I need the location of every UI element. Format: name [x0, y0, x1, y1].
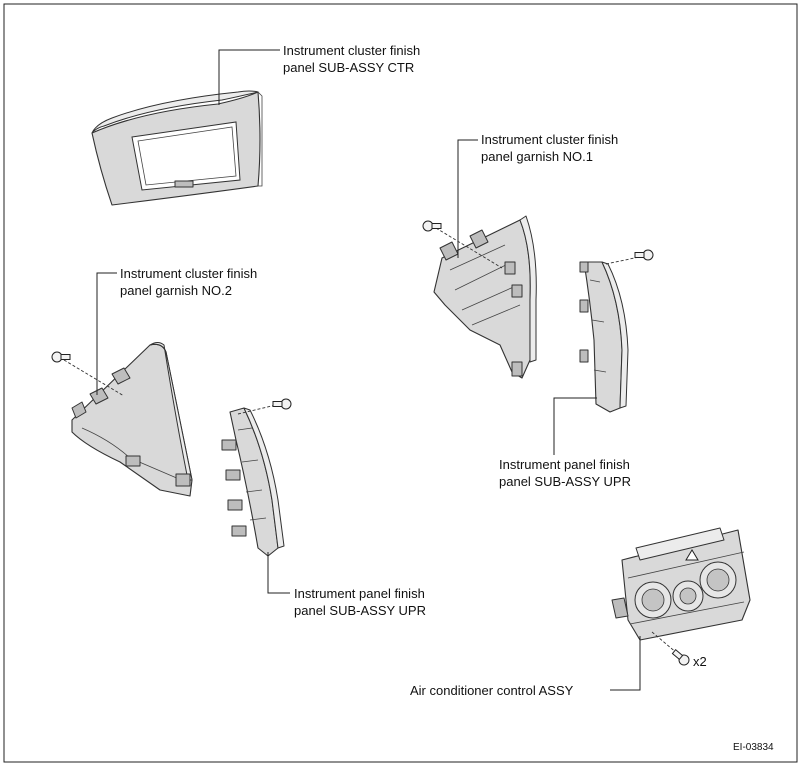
screw-icon — [671, 649, 690, 666]
screw-icon — [51, 351, 71, 363]
screw-path-garnish-no2 — [63, 359, 125, 397]
label-panel-upr-left-line2: panel SUB-ASSY UPR — [294, 603, 426, 618]
label-panel-upr-right-line2: panel SUB-ASSY UPR — [499, 474, 631, 489]
label-panel-upr-right-line1: Instrument panel finish — [499, 457, 630, 472]
label-panel-upr-right: Instrument panel finish panel SUB-ASSY U… — [499, 456, 631, 490]
hazard-triangle-icon — [685, 549, 699, 561]
leader-garnish-no1 — [457, 139, 478, 258]
leader-garnish-no2 — [96, 272, 117, 395]
label-garnish-no2-line1: Instrument cluster finish — [120, 266, 258, 281]
label-panel-upr-left-line1: Instrument panel finish — [294, 586, 425, 601]
label-garnish-no2: Instrument cluster finish panel garnish … — [120, 265, 257, 299]
leader-panel-upr-right — [553, 397, 597, 455]
screw-icon — [634, 249, 654, 261]
panel-upr-left-part — [221, 407, 285, 557]
figure-code: EI-03834 — [733, 742, 774, 753]
label-cluster-panel-ctr-line2: panel SUB-ASSY CTR — [283, 60, 415, 75]
garnish-no2-part — [71, 342, 193, 497]
label-cluster-panel-ctr: Instrument cluster finish panel SUB-ASSY… — [283, 42, 420, 76]
label-garnish-no2-line2: panel garnish NO.2 — [120, 283, 233, 298]
label-screw-qty: x2 — [693, 654, 707, 669]
label-ac-control: Air conditioner control ASSY — [410, 683, 574, 698]
screw-path-garnish-no1 — [435, 227, 503, 269]
leader-ac-control — [610, 636, 641, 691]
label-cluster-panel-ctr-line1: Instrument cluster finish — [283, 43, 421, 58]
screw-icon — [272, 398, 292, 410]
label-panel-upr-left: Instrument panel finish panel SUB-ASSY U… — [294, 585, 426, 619]
cluster-panel-ctr-part — [91, 90, 263, 206]
panel-upr-right-part — [579, 261, 629, 413]
label-garnish-no1-line2: panel garnish NO.1 — [481, 149, 594, 164]
garnish-no1-part — [433, 215, 537, 379]
leader-cluster-ctr — [218, 49, 280, 105]
screw-icon — [422, 220, 442, 232]
diagram-frame — [3, 3, 798, 763]
label-garnish-no1: Instrument cluster finish panel garnish … — [481, 131, 618, 165]
leader-panel-upr-left — [267, 552, 290, 594]
ac-control-part — [611, 527, 751, 641]
label-garnish-no1-line1: Instrument cluster finish — [481, 132, 619, 147]
screw-path-ac-control — [651, 631, 679, 655]
